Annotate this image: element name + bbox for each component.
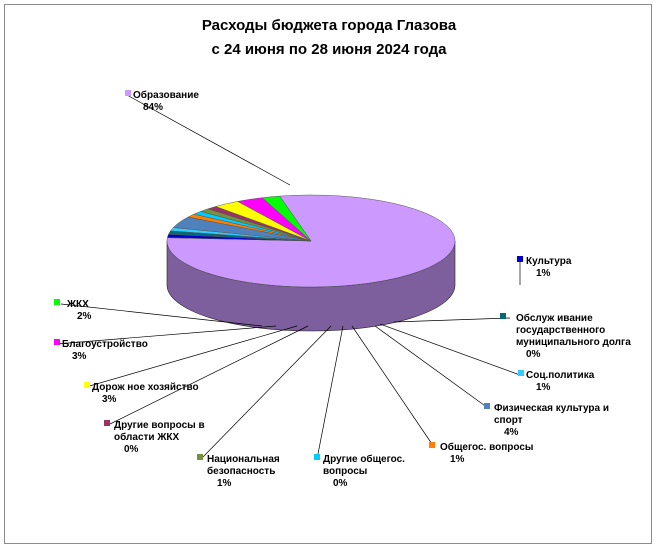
data-label-category: вопросы (323, 466, 367, 477)
legend-marker (197, 454, 203, 460)
data-label-category: Физическая культура и (494, 403, 609, 414)
data-label-category: Благоустройство (62, 339, 148, 350)
data-label-category: Культура (526, 256, 572, 267)
leader-line (107, 325, 309, 426)
leader-line (200, 325, 332, 460)
data-label-value: 84% (143, 102, 163, 113)
leader-line (351, 325, 435, 448)
data-label-category: государственного (516, 325, 605, 336)
data-label-value: 3% (102, 394, 117, 405)
data-label-value: 2% (77, 311, 92, 322)
chart-subtitle: с 24 июня по 28 июня 2024 года (211, 41, 447, 58)
data-label-category: спорт (494, 415, 523, 426)
data-label-value: 0% (333, 478, 348, 489)
data-label-value: 1% (536, 268, 551, 279)
leader-line (55, 325, 277, 345)
legend-marker (484, 403, 490, 409)
data-label-value: 1% (217, 478, 232, 489)
leader-line (85, 325, 298, 388)
data-label-category: Другие вопросы в (114, 420, 205, 431)
chart-title: Расходы бюджета города Глазова (201, 17, 457, 34)
data-label-category: Образование (133, 89, 199, 101)
data-label-value: 0% (124, 444, 139, 455)
data-label-category: Дорож ное хозяйство (92, 382, 199, 393)
data-label-value: 3% (72, 351, 87, 362)
legend-marker (429, 442, 435, 448)
data-label-value: 0% (526, 349, 541, 360)
legend-marker (518, 370, 524, 376)
legend-marker (104, 420, 110, 426)
data-label-category: области ЖКХ (114, 431, 179, 443)
legend-marker (125, 90, 131, 96)
data-label-category: ЖКХ (66, 299, 89, 310)
pie-top-faces (166, 194, 456, 288)
data-label-category: Обслуж ивание (516, 312, 593, 324)
leader-line (316, 325, 344, 460)
legend-marker (314, 454, 320, 460)
legend-marker (54, 339, 60, 345)
leader-line (393, 317, 511, 323)
data-label-category: Национальная (207, 454, 280, 465)
leader-line (60, 303, 263, 327)
data-label-category: Другие общегос. (323, 453, 405, 465)
legend-marker (517, 256, 523, 262)
data-label-value: 1% (450, 454, 465, 465)
legend-marker (84, 382, 90, 388)
data-label-category: безопасность (207, 465, 275, 477)
legend-marker (500, 313, 506, 319)
data-label-value: 1% (536, 382, 551, 393)
legend-marker (54, 299, 60, 305)
leader-line (374, 325, 489, 409)
data-label-category: Соц.политика (526, 370, 595, 381)
data-label-category: Общегос. вопросы (440, 441, 533, 453)
pie-slice (261, 195, 312, 242)
data-label-category: муниципального долга (516, 337, 631, 348)
leader-line (379, 323, 521, 376)
data-label-value: 4% (504, 427, 519, 438)
leader-line (126, 94, 291, 186)
